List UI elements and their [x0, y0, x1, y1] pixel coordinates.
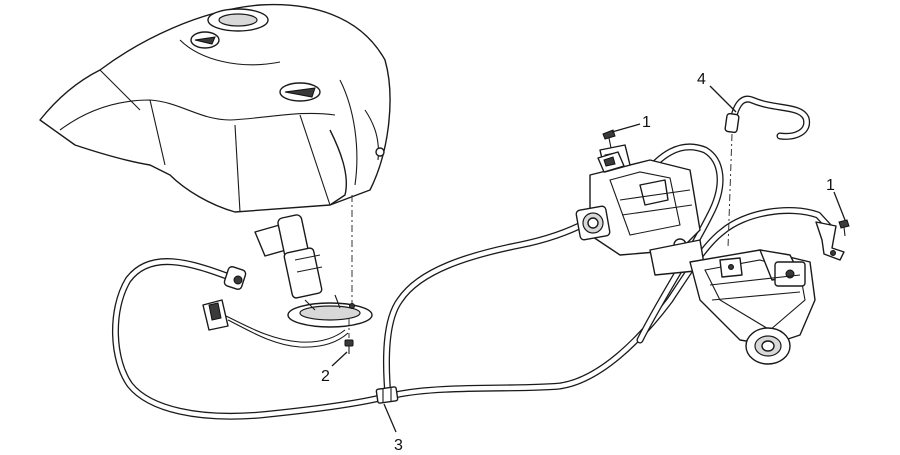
callout-2: 2 [321, 368, 330, 385]
pump-wiring-connector [202, 299, 349, 348]
fuel-tank [39, 3, 391, 213]
throttle-body-right [689, 249, 816, 365]
screw-1-right [838, 219, 850, 237]
screw-2 [344, 339, 354, 354]
callout-3: 3 [394, 437, 403, 454]
breather-hose [724, 95, 811, 140]
assembly-line-breather [727, 133, 733, 249]
leader-1b [833, 191, 846, 221]
screw-1-left [602, 129, 616, 149]
leader-1a [611, 123, 641, 133]
callout-1a: 1 [642, 114, 651, 131]
hose-quick-connector [223, 266, 247, 290]
tank-emblem-right [279, 82, 321, 102]
callout-4: 4 [697, 71, 706, 88]
hose-end-fitting-right [815, 221, 845, 261]
hose-clamp-1-left [597, 129, 625, 173]
leader-4 [709, 85, 737, 113]
fuel-pump [254, 214, 373, 328]
tank-emblem-left [190, 31, 220, 49]
throttle-body-left [575, 144, 706, 276]
leader-2 [331, 351, 348, 367]
leader-3 [383, 403, 397, 433]
callout-1b: 1 [826, 177, 835, 194]
